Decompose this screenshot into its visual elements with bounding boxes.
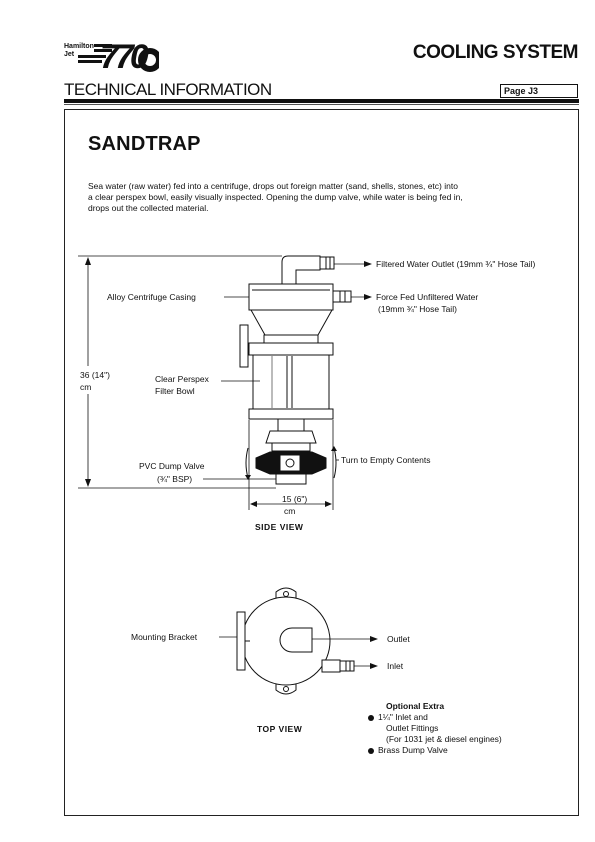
label-height-1: 36 (14") [80,370,110,380]
label-outlet: Outlet [387,634,410,644]
intro-line: drops out the collected material. [88,203,209,213]
page-heading: SANDTRAP [88,133,201,155]
optional-item-1: 1¼" Inlet and [368,712,502,723]
optional-item-2-label: Brass Dump Valve [378,745,448,755]
logo-stripes-icon [78,44,159,72]
header-rule-thin [64,104,579,105]
intro-line: a clear perspex bowl, easily visually in… [88,192,463,202]
logo-line2: Jet [64,51,75,58]
label-turn: Turn to Empty Contents [341,455,431,465]
label-filtered-outlet: Filtered Water Outlet (19mm ¾" Hose Tail… [376,259,536,269]
logo-model: 770 [100,38,149,76]
label-width-2: cm [284,506,296,516]
content-frame [64,109,579,816]
doc-type: TECHNICAL INFORMATION [64,80,272,99]
label-dump-1: PVC Dump Valve [139,461,205,471]
label-force-fed-1: Force Fed Unfiltered Water [376,292,479,302]
optional-item-2: Brass Dump Valve [368,745,502,756]
header-rule [64,99,579,103]
label-bowl-1: Clear Perspex [155,374,209,384]
label-force-fed-2: (19mm ¾" Hose Tail) [378,304,457,314]
optional-item-1-line1: 1¼" Inlet and [378,712,428,722]
optional-extra-title: Optional Extra [386,701,445,711]
side-view-caption: SIDE VIEW [255,522,304,532]
bullet-icon [368,714,374,721]
label-bracket: Mounting Bracket [131,632,198,642]
label-inlet: Inlet [387,661,404,671]
optional-extra: Optional Extra 1¼" Inlet and Outlet Fitt… [368,701,502,756]
section-title: COOLING SYSTEM [412,42,579,63]
label-dump-2: (¾" BSP) [157,474,193,484]
logo: Hamilton Jet 770 [64,38,164,80]
bullet-icon [368,747,374,754]
label-height-2: cm [80,382,92,392]
top-view-caption: TOP VIEW [257,724,303,734]
label-width-1: 15 (6") [282,494,308,504]
optional-item-1-line2: Outlet Fittings [386,723,439,733]
optional-item-1-line3: (For 1031 jet & diesel engines) [386,734,502,744]
label-bowl-2: Filter Bowl [155,386,195,396]
intro-line: Sea water (raw water) fed into a centrif… [88,181,458,191]
intro-paragraph: Sea water (raw water) fed into a centrif… [88,181,568,214]
page-number: Page J3 [500,84,578,98]
label-casing: Alloy Centrifuge Casing [107,292,196,302]
logo-line1: Hamilton [64,43,94,50]
